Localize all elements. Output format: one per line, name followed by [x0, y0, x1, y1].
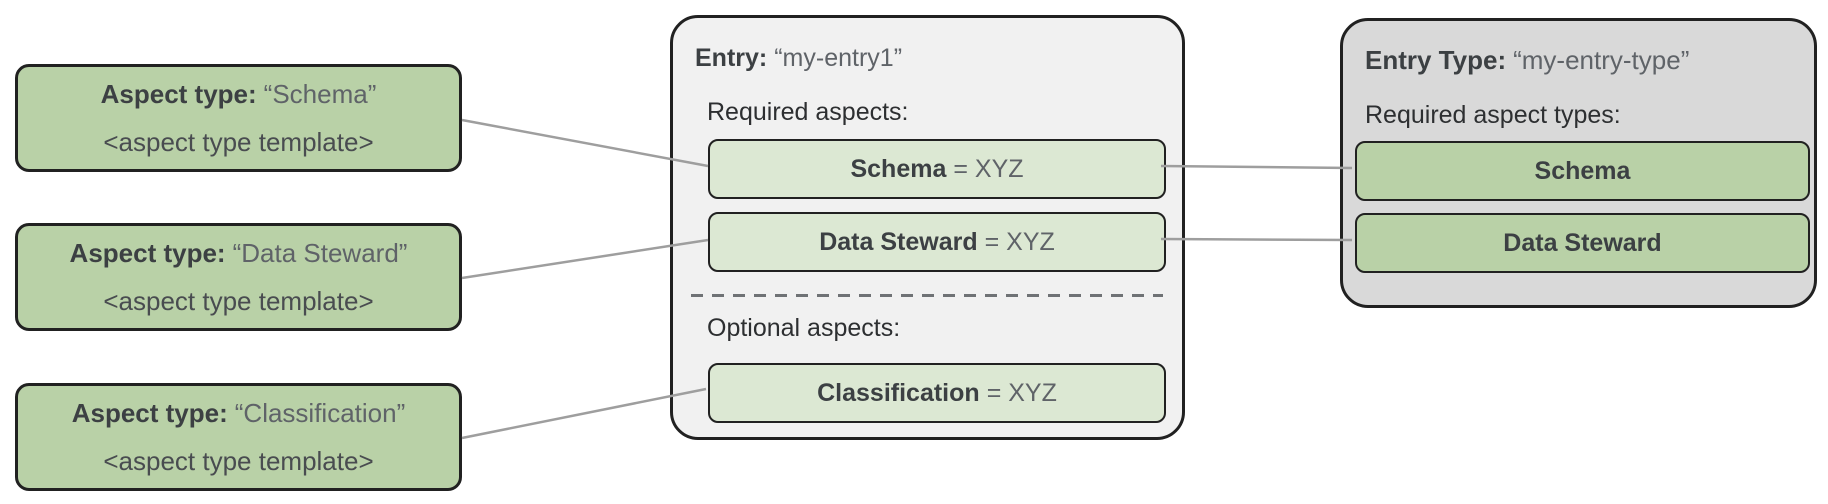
- aspect-type-name: “Schema”: [263, 78, 377, 109]
- entry-type-pill-data-steward: Data Steward: [1355, 213, 1810, 273]
- aspect-value: = XYZ: [953, 154, 1024, 183]
- entry-type-label: Entry Type:: [1365, 45, 1507, 75]
- entry-name: “my-entry1”: [774, 44, 903, 72]
- entry-label: Entry:: [695, 44, 768, 72]
- entry-type-name: “my-entry-type”: [1513, 45, 1690, 75]
- aspect-type-template: <aspect type template>: [103, 285, 374, 316]
- aspect-value: = XYZ: [984, 227, 1055, 256]
- entry-type-box: Entry Type:“my-entry-type” Required aspe…: [1340, 18, 1817, 308]
- aspect-type-label: Aspect type:: [100, 78, 257, 109]
- aspect-type-template: <aspect type template>: [103, 126, 374, 157]
- aspect-type-title: Aspect type:“Schema”: [101, 79, 377, 110]
- entry-box: Entry:“my-entry1” Required aspects: Sche…: [670, 15, 1185, 440]
- aspect-type-label: Aspect type:: [71, 397, 228, 428]
- aspect-type-box-classification: Aspect type:“Classification” <aspect typ…: [15, 383, 462, 491]
- aspect-type-box-schema: Aspect type:“Schema” <aspect type templa…: [15, 64, 462, 172]
- optional-aspects-heading: Optional aspects:: [707, 314, 901, 342]
- required-aspect-types-heading: Required aspect types:: [1365, 101, 1621, 129]
- entry-aspect-pill-classification: Classification= XYZ: [708, 363, 1166, 423]
- aspect-name: Data Steward: [819, 227, 978, 256]
- entry-aspect-pill-data-steward: Data Steward= XYZ: [708, 212, 1166, 272]
- entry-type-title: Entry Type:“my-entry-type”: [1365, 45, 1689, 76]
- connector-entry-data-steward-to-entry-type: [1160, 237, 1353, 242]
- required-aspects-heading: Required aspects:: [707, 98, 909, 126]
- aspect-type-template: <aspect type template>: [103, 445, 374, 476]
- entry-aspect-pill-schema: Schema= XYZ: [708, 139, 1166, 199]
- aspect-type-name: “Data Steward”: [232, 237, 408, 268]
- entry-title: Entry:“my-entry1”: [695, 44, 902, 73]
- aspect-name: Classification: [817, 378, 980, 407]
- connector-entry-schema-to-entry-type: [1160, 164, 1353, 170]
- aspect-type-title: Aspect type:“Classification”: [72, 398, 406, 429]
- aspect-type-name: “Classification”: [234, 397, 406, 428]
- aspect-type-label: Aspect type:: [69, 237, 226, 268]
- entry-type-pill-schema: Schema: [1355, 141, 1810, 201]
- aspect-type-box-data-steward: Aspect type:“Data Steward” <aspect type …: [15, 223, 462, 331]
- aspect-name: Schema: [850, 154, 947, 183]
- aspect-value: = XYZ: [986, 378, 1057, 407]
- aspect-type-title: Aspect type:“Data Steward”: [70, 238, 408, 269]
- dashed-divider: [691, 294, 1163, 297]
